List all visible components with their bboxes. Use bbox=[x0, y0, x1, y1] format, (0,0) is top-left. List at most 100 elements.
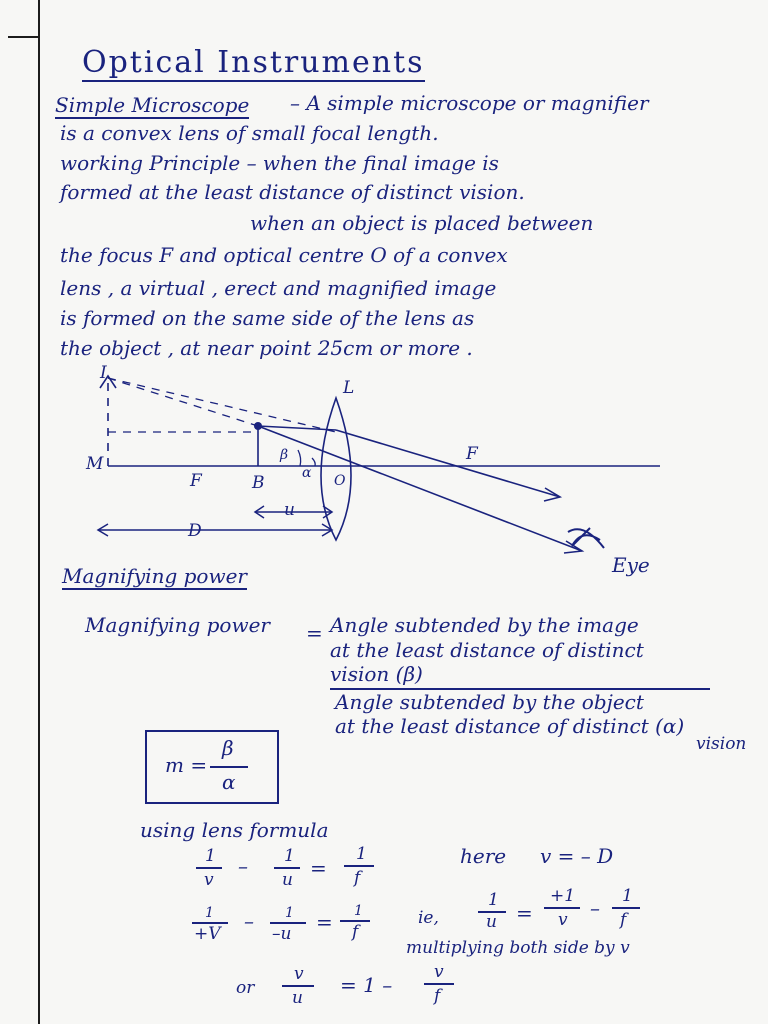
refracted-ray-2 bbox=[257, 425, 583, 552]
f1-a-num: 1 bbox=[205, 846, 216, 866]
f3-a-bar bbox=[478, 911, 506, 913]
label-optical-centre-o: O bbox=[334, 473, 346, 489]
v-equals-minus-d: v = – D bbox=[540, 844, 614, 868]
f3-c-bar bbox=[612, 907, 640, 909]
f3-c-num: 1 bbox=[622, 886, 633, 906]
f3-equals: = bbox=[516, 901, 533, 925]
u-right-arrowhead bbox=[322, 505, 334, 519]
here-text: here bbox=[460, 844, 507, 868]
principle-line-1: working Principle – when the final image… bbox=[60, 151, 499, 175]
f2-b-bar bbox=[270, 922, 306, 924]
f2-b-num: 1 bbox=[285, 905, 294, 921]
label-focus-right: F bbox=[466, 444, 478, 464]
f3-a-num: 1 bbox=[488, 890, 499, 910]
box-m-equals: m = bbox=[165, 753, 208, 777]
f3-b-num: +1 bbox=[550, 886, 576, 906]
f4-equals-one-minus: = 1 – bbox=[340, 973, 393, 997]
f4-a-bar bbox=[282, 985, 314, 987]
f1-minus: – bbox=[238, 854, 248, 878]
definition-line-1: – A simple microscope or magnifier bbox=[290, 91, 649, 115]
virtual-image-arrowhead bbox=[99, 374, 117, 389]
box-fraction-bar bbox=[210, 766, 248, 768]
numerator-line-1: Angle subtended by the image bbox=[330, 613, 639, 637]
denominator-line-1: Angle subtended by the object bbox=[335, 690, 644, 714]
label-image-i: I bbox=[100, 363, 107, 383]
d-right-arrowhead bbox=[321, 523, 334, 537]
top-tick bbox=[38, 6, 40, 36]
principle-line-2: formed at the least distance of distinct… bbox=[60, 180, 525, 204]
label-d: D bbox=[188, 521, 202, 541]
label-focus-left: F bbox=[190, 471, 202, 491]
f3-b-den: v bbox=[558, 910, 568, 930]
ie-text: ie, bbox=[418, 908, 439, 928]
f3-b-bar bbox=[544, 907, 580, 909]
f2-equals: = bbox=[316, 910, 333, 934]
f4-a-num: v bbox=[294, 964, 304, 984]
f3-a-den: u bbox=[486, 912, 497, 932]
convex-lens bbox=[320, 395, 352, 542]
paragraph-line-3: lens , a virtual , erect and magnified i… bbox=[60, 276, 497, 300]
f2-c-num: 1 bbox=[354, 903, 363, 919]
f1-c-num: 1 bbox=[356, 844, 367, 864]
f2-a-bar bbox=[192, 922, 228, 924]
denominator-line-3: vision bbox=[696, 734, 747, 754]
label-beta: β bbox=[280, 447, 289, 463]
ray-to-lens bbox=[257, 425, 337, 431]
u-left-arrowhead bbox=[253, 505, 265, 519]
f3-c-den: f bbox=[620, 910, 627, 930]
paragraph-line-1: when an object is placed between bbox=[250, 211, 594, 235]
magnifying-power-lhs: Magnifying power bbox=[85, 613, 270, 637]
denominator-line-2: at the least distance of distinct (α) bbox=[335, 714, 685, 738]
f4-a-den: u bbox=[292, 988, 303, 1008]
page-title: Optical Instruments bbox=[82, 45, 425, 82]
ray-1-arrowhead bbox=[543, 487, 563, 502]
f1-equals: = bbox=[310, 856, 327, 880]
margin-line bbox=[38, 0, 40, 1024]
dashed-ray-2 bbox=[107, 377, 259, 427]
multiplying-text: multiplying both side by v bbox=[406, 938, 630, 958]
f2-c-bar bbox=[340, 920, 370, 922]
f1-a-bar bbox=[196, 867, 222, 869]
f1-c-bar bbox=[344, 865, 374, 867]
ray-2-arrowhead bbox=[563, 540, 585, 554]
f1-b-num: 1 bbox=[284, 846, 295, 866]
f4-b-num: v bbox=[434, 962, 444, 982]
or-text: or bbox=[236, 978, 255, 998]
f1-b-bar bbox=[274, 867, 300, 869]
paragraph-line-5: the object , at near point 25cm or more … bbox=[60, 336, 473, 360]
alpha-arc bbox=[311, 457, 316, 467]
magnifying-power-heading: Magnifying power bbox=[62, 564, 247, 590]
simple-microscope-label: Simple Microscope bbox=[55, 93, 250, 119]
f4-b-bar bbox=[424, 983, 454, 985]
label-eye: Eye bbox=[612, 553, 650, 577]
label-m: M bbox=[86, 454, 104, 474]
box-numerator-beta: β bbox=[222, 736, 234, 760]
formula-box bbox=[145, 730, 279, 804]
f1-a-den: v bbox=[204, 870, 214, 890]
d-left-arrowhead bbox=[96, 523, 109, 537]
magnifying-power-equals: = bbox=[306, 621, 323, 645]
f3-minus: – bbox=[590, 896, 600, 920]
label-lens-l: L bbox=[343, 378, 355, 398]
eye-icon bbox=[567, 527, 605, 549]
beta-arc bbox=[297, 449, 302, 467]
label-u: u bbox=[284, 500, 295, 520]
dashed-ray-1 bbox=[107, 377, 337, 433]
f2-a-num: 1 bbox=[205, 905, 214, 921]
f1-c-den: f bbox=[354, 868, 361, 888]
f2-c-den: f bbox=[352, 922, 359, 942]
numerator-line-3: vision (β) bbox=[330, 662, 423, 686]
paragraph-line-4: is formed on the same side of the lens a… bbox=[60, 306, 475, 330]
margin-tick bbox=[8, 36, 38, 38]
f2-b-den: –u bbox=[272, 924, 292, 944]
box-denominator-alpha: α bbox=[222, 770, 236, 794]
fraction-bar-magnifying-power bbox=[330, 688, 710, 690]
f4-b-den: f bbox=[434, 986, 441, 1006]
refracted-ray-1 bbox=[335, 429, 561, 498]
f2-minus: – bbox=[244, 909, 254, 933]
paragraph-line-2: the focus F and optical centre O of a co… bbox=[60, 243, 508, 267]
label-alpha: α bbox=[302, 465, 312, 481]
definition-line-2: is a convex lens of small focal length. bbox=[60, 121, 439, 145]
